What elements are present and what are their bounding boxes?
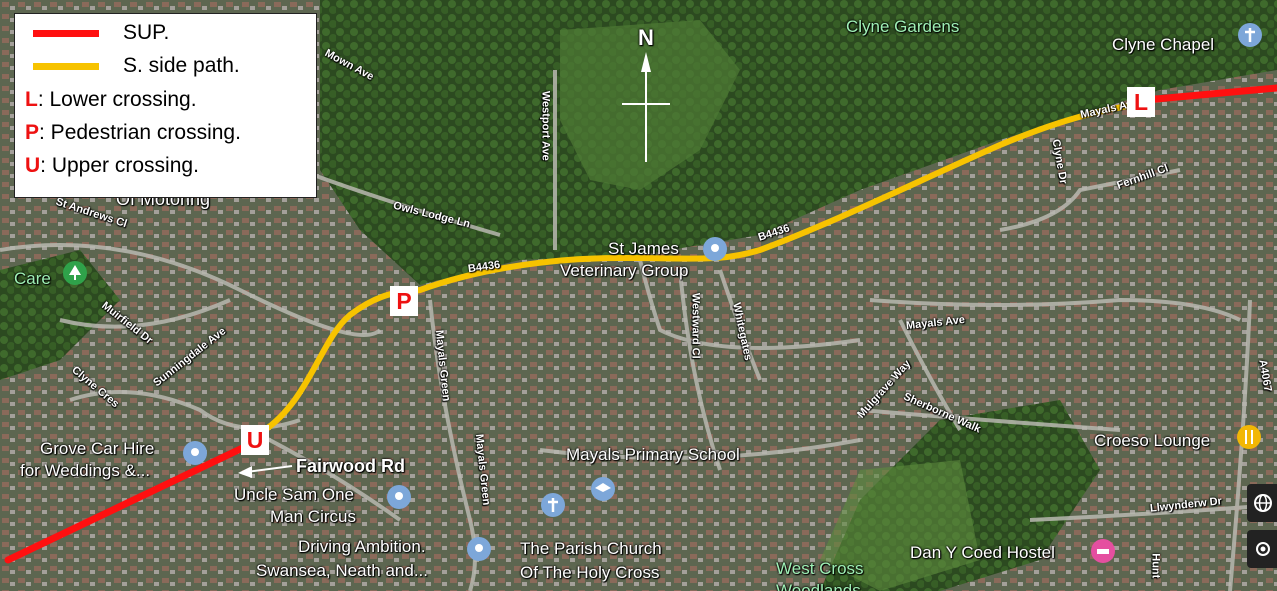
legend-text: : Lower crossing. xyxy=(37,88,197,111)
car-hire-pin-icon[interactable] xyxy=(182,440,208,466)
place-label: Uncle Sam One xyxy=(234,485,354,504)
place-label: Care xyxy=(14,269,51,288)
map-legend: SUP. S. side path. L: Lower crossing. P:… xyxy=(14,13,317,198)
layers-button[interactable] xyxy=(1247,484,1277,522)
church-pin-icon[interactable] xyxy=(540,492,566,518)
place-label: St James xyxy=(608,239,679,258)
my-location-button[interactable] xyxy=(1247,530,1277,568)
place-label: Swansea, Neath and... xyxy=(256,561,429,580)
place-label: Clyne Gardens xyxy=(846,17,960,36)
place-label: The Parish Church xyxy=(520,539,662,558)
place-label: Veterinary Group xyxy=(560,261,689,280)
park-pin-icon[interactable] xyxy=(62,260,88,286)
legend-text: : Pedestrian crossing. xyxy=(39,121,241,144)
compass-icon xyxy=(622,52,670,162)
upper-crossing-marker: U xyxy=(241,425,269,455)
driving-pin-icon[interactable] xyxy=(466,536,492,562)
lower-crossing-legend: L: Lower crossing. xyxy=(25,88,197,112)
fairwood-arrow-icon xyxy=(238,465,293,478)
pedestrian-crossing-marker: P xyxy=(390,286,418,316)
road-label: Westward Cl xyxy=(689,292,702,359)
side-path-legend-label: S. side path. xyxy=(123,54,240,77)
legend-text: : Upper crossing. xyxy=(40,154,199,177)
circus-pin-icon[interactable] xyxy=(386,484,412,510)
place-label: Of The Holy Cross xyxy=(520,563,660,582)
place-label: Croeso Lounge xyxy=(1094,431,1211,450)
road-label: Hunt xyxy=(1149,553,1162,579)
place-label: Woodlands xyxy=(776,581,861,591)
road-label: Westport Ave xyxy=(539,90,552,161)
sup-route-east xyxy=(1141,84,1277,104)
location-icon xyxy=(1256,542,1270,556)
place-label: Grove Car Hire xyxy=(40,439,155,458)
globe-icon xyxy=(1254,494,1272,512)
restaurant-pin-icon[interactable] xyxy=(1236,424,1262,450)
sup-route-west xyxy=(4,438,259,564)
side-path-route xyxy=(259,101,1143,435)
legend-letter: P xyxy=(25,121,40,144)
legend-letter: U xyxy=(25,154,41,177)
place-label: West Cross xyxy=(776,559,864,578)
sup-legend-label: SUP. xyxy=(123,21,170,44)
pedestrian-crossing-legend: P: Pedestrian crossing. xyxy=(25,121,241,145)
chapel-pin-icon[interactable] xyxy=(1237,22,1263,48)
north-label: N xyxy=(638,25,654,50)
upper-crossing-legend: U: Upper crossing. xyxy=(25,154,199,178)
place-label: Man Circus xyxy=(270,507,356,526)
fairwood-rd-annotation: Fairwood Rd xyxy=(296,456,405,476)
legend-letter: L xyxy=(25,88,38,111)
hostel-pin-icon[interactable] xyxy=(1090,538,1116,564)
place-label: Dan Y Coed Hostel xyxy=(910,543,1055,562)
vet-pin-icon[interactable] xyxy=(702,236,728,262)
school-pin-icon[interactable] xyxy=(590,476,616,502)
place-label: Clyne Chapel xyxy=(1112,35,1215,54)
sup-swatch xyxy=(33,30,99,37)
place-label: for Weddings &... xyxy=(20,461,151,480)
place-label: Mayals Primary School xyxy=(566,445,740,464)
side-path-swatch xyxy=(33,63,99,70)
lower-crossing-marker: L xyxy=(1127,87,1155,117)
place-label: Driving Ambition. xyxy=(298,537,426,556)
